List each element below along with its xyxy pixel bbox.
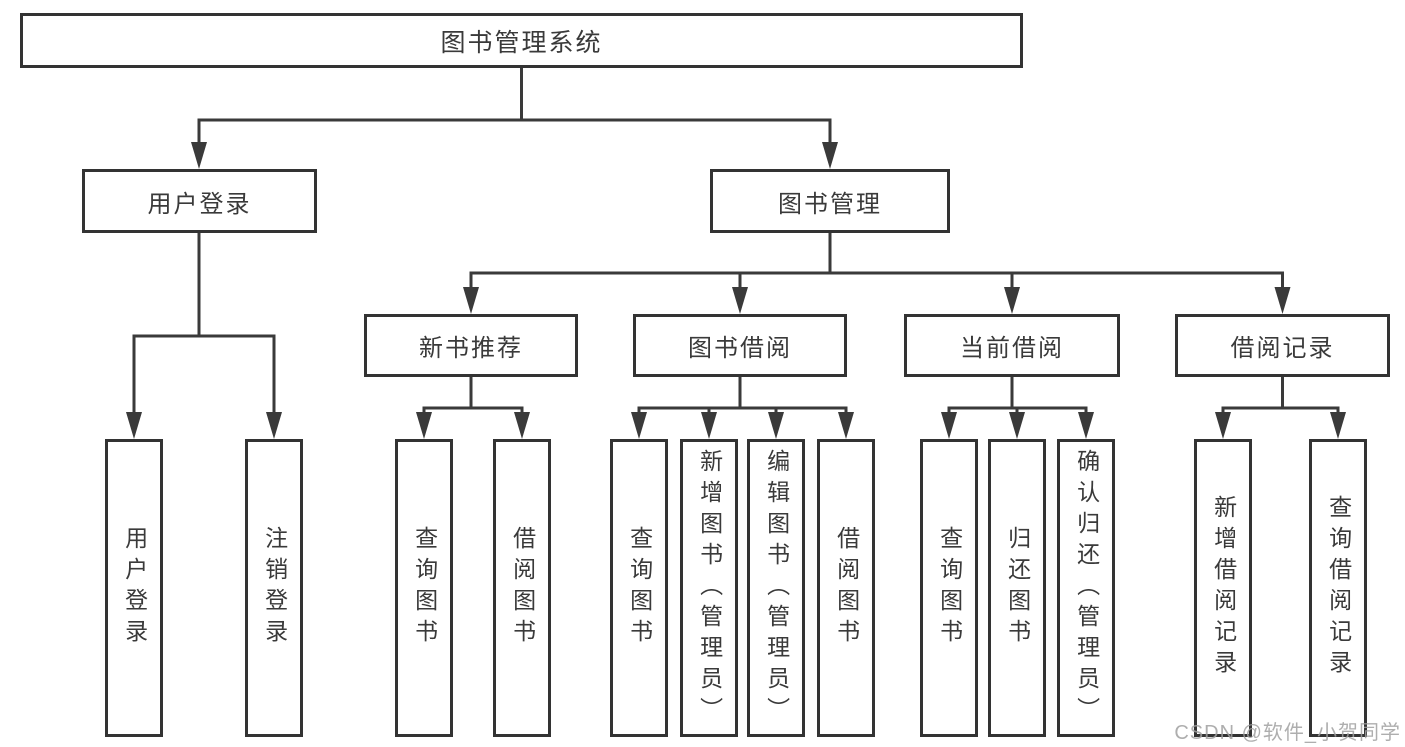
leaf-add-book-admin: 新增图书（管理员） bbox=[680, 439, 738, 737]
leaf-borrow-books-recommend-label: 借阅图书 bbox=[509, 526, 536, 650]
node-new-book-recommend: 新书推荐 bbox=[364, 314, 578, 377]
node-book-borrow-label: 图书借阅 bbox=[688, 335, 792, 362]
node-current-borrow: 当前借阅 bbox=[904, 314, 1120, 377]
leaf-query-books-current: 查询图书 bbox=[920, 439, 978, 737]
leaf-add-borrow-record: 新增借阅记录 bbox=[1194, 439, 1252, 737]
node-borrow-record-label: 借阅记录 bbox=[1230, 335, 1335, 362]
leaf-borrow-books: 借阅图书 bbox=[817, 439, 875, 737]
leaf-add-book-admin-label: 新增图书（管理员） bbox=[696, 448, 723, 728]
leaf-query-books-recommend-label: 查询图书 bbox=[411, 526, 438, 650]
branch-book-management-label: 图书管理 bbox=[778, 190, 882, 218]
leaf-logout-label: 注销登录 bbox=[261, 526, 288, 650]
leaf-return-book-label: 归还图书 bbox=[1004, 526, 1031, 650]
connector-borrow-record-children bbox=[1215, 377, 1346, 439]
node-borrow-record: 借阅记录 bbox=[1175, 314, 1390, 377]
leaf-query-books-recommend: 查询图书 bbox=[395, 439, 453, 737]
connector-user-login-children bbox=[126, 233, 282, 439]
root-node-label: 图书管理系统 bbox=[440, 28, 603, 57]
branch-user-login: 用户登录 bbox=[82, 169, 317, 233]
leaf-borrow-books-label: 借阅图书 bbox=[833, 526, 860, 650]
leaf-confirm-return-admin-label: 确认归还（管理员） bbox=[1073, 448, 1100, 728]
connector-root-to-level2 bbox=[191, 68, 838, 169]
leaf-edit-book-admin-label: 编辑图书（管理员） bbox=[763, 448, 790, 728]
node-new-book-recommend-label: 新书推荐 bbox=[419, 335, 523, 362]
leaf-add-borrow-record-label: 新增借阅记录 bbox=[1210, 495, 1237, 681]
leaf-user-login-label: 用户登录 bbox=[121, 526, 148, 650]
leaf-return-book: 归还图书 bbox=[988, 439, 1046, 737]
watermark: CSDN @软件_小贺同学 bbox=[1174, 722, 1401, 744]
leaf-query-books-current-label: 查询图书 bbox=[936, 526, 963, 650]
connector-current-borrow-children bbox=[941, 377, 1094, 439]
branch-user-login-label: 用户登录 bbox=[147, 190, 252, 218]
root-node-library-system: 图书管理系统 bbox=[20, 13, 1023, 68]
leaf-query-borrow-record-label: 查询借阅记录 bbox=[1325, 495, 1352, 681]
connector-book-management-children bbox=[463, 233, 1291, 314]
leaf-confirm-return-admin: 确认归还（管理员） bbox=[1057, 439, 1115, 737]
node-book-borrow: 图书借阅 bbox=[633, 314, 847, 377]
connector-new-book-recommend-children bbox=[416, 377, 530, 439]
leaf-edit-book-admin: 编辑图书（管理员） bbox=[747, 439, 805, 737]
leaf-logout: 注销登录 bbox=[245, 439, 303, 737]
connector-book-borrow-children bbox=[631, 377, 854, 439]
branch-book-management: 图书管理 bbox=[710, 169, 950, 233]
leaf-borrow-books-recommend: 借阅图书 bbox=[493, 439, 551, 737]
node-current-borrow-label: 当前借阅 bbox=[960, 335, 1064, 362]
leaf-query-books-borrow-label: 查询图书 bbox=[626, 526, 653, 650]
leaf-user-login: 用户登录 bbox=[105, 439, 163, 737]
leaf-query-borrow-record: 查询借阅记录 bbox=[1309, 439, 1367, 737]
leaf-query-books-borrow: 查询图书 bbox=[610, 439, 668, 737]
